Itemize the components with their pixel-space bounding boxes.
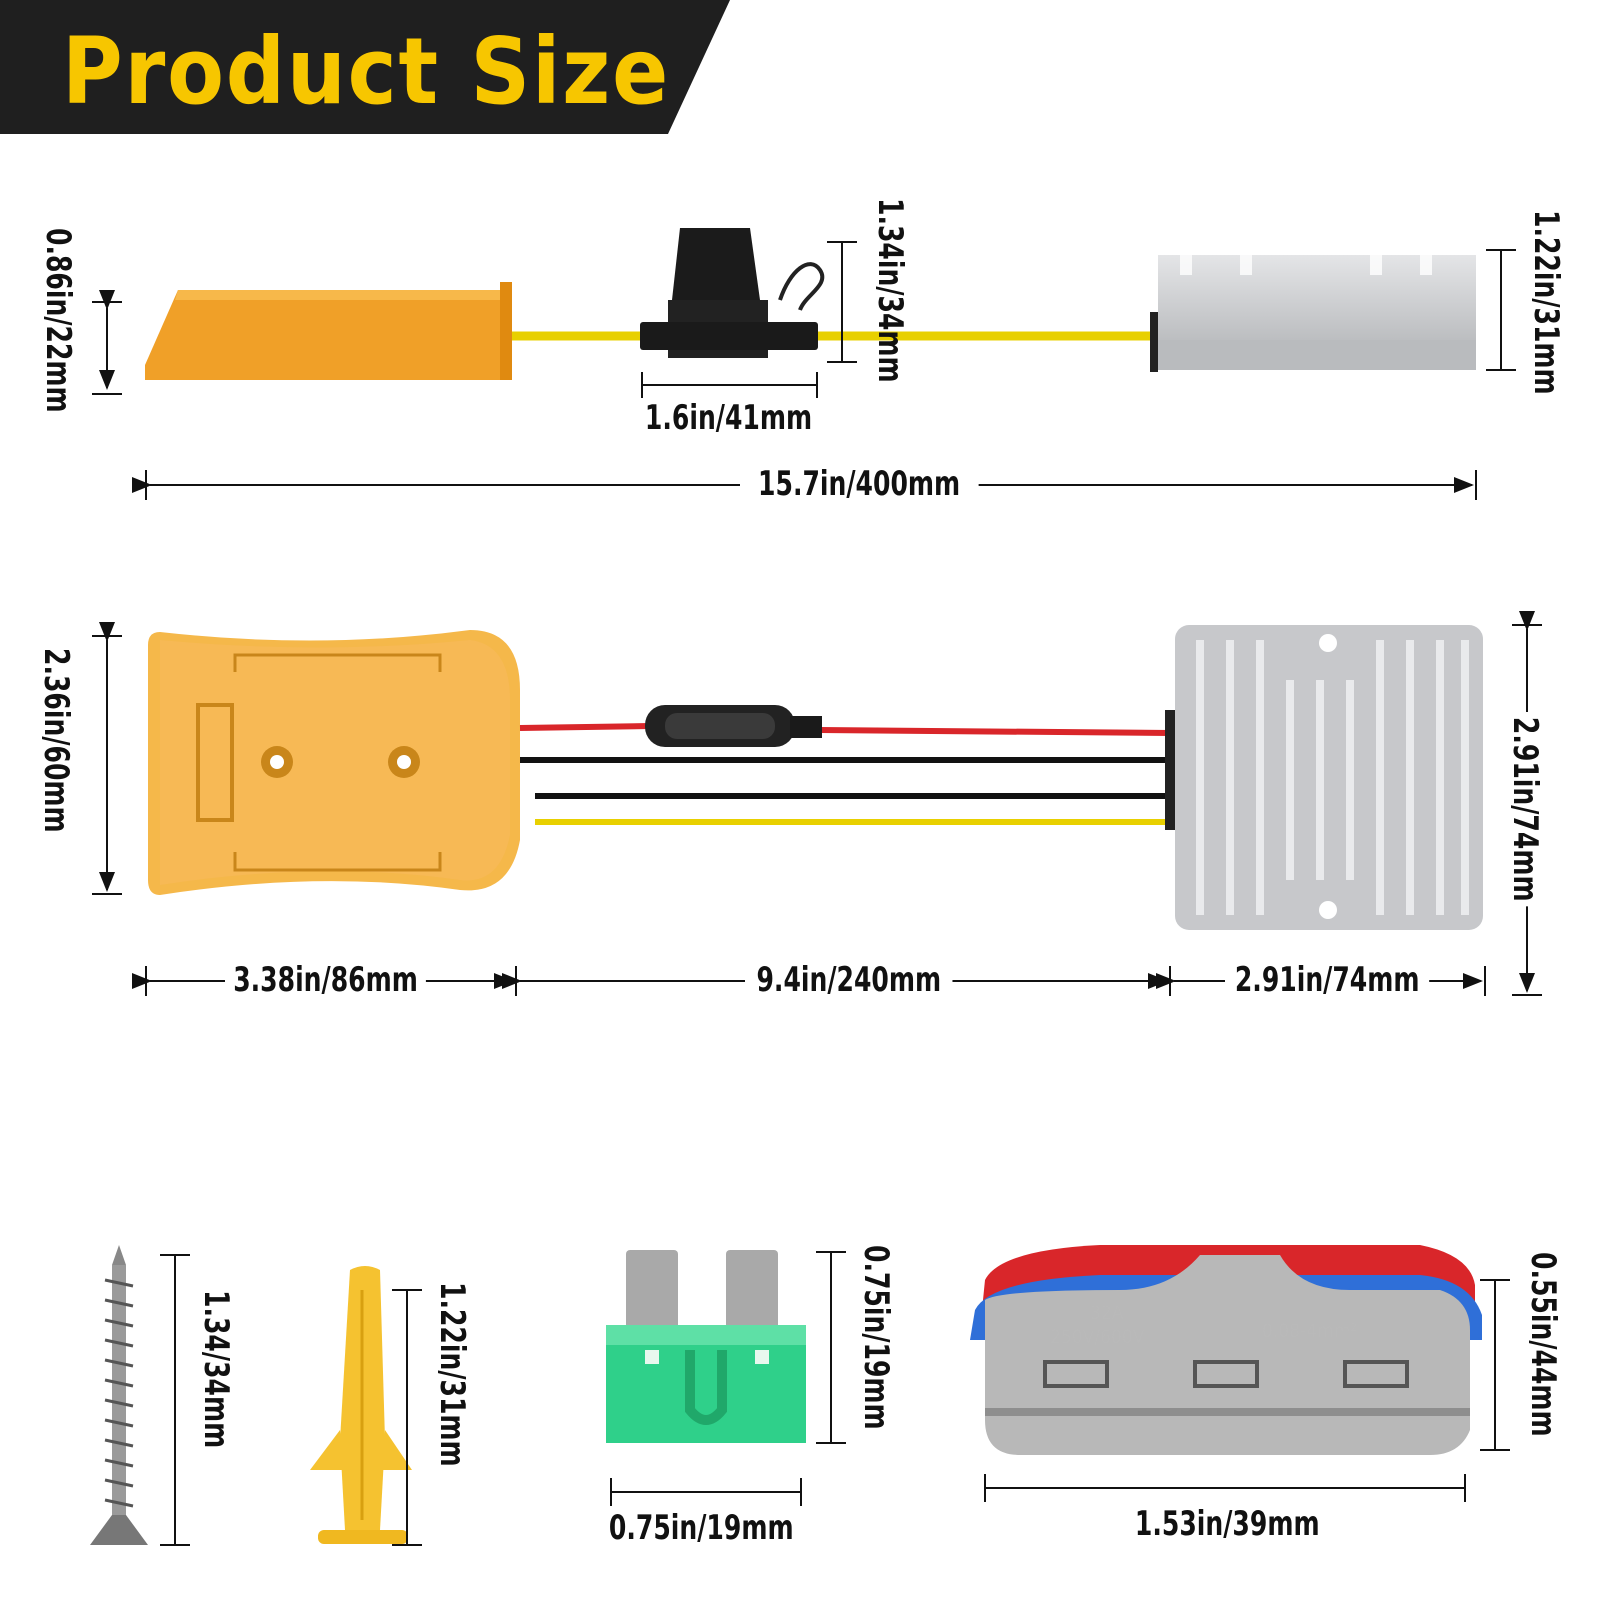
connector-marking-wire-range: 0.08-4mm² — [1262, 1320, 1358, 1342]
top-inline-fuse — [645, 705, 822, 747]
top-adapter — [148, 630, 520, 895]
wall-anchor — [310, 1266, 412, 1544]
connector-marking-voltage: 250V/600V — [1050, 1326, 1145, 1348]
connector-width-label: 1.53in/39mm — [1134, 1504, 1320, 1544]
accessory-dimension-lines — [160, 1251, 1510, 1546]
anchor-length-label: 1.22in/31mm — [432, 1282, 472, 1467]
side-converter — [1150, 255, 1476, 372]
top-converter-height-label: 2.91in/74mm — [1505, 712, 1545, 907]
fuse-height-label: 0.75in/19mm — [856, 1245, 896, 1430]
top-converter — [1165, 625, 1483, 930]
connector-marking-current: 32A — [1090, 1302, 1124, 1324]
side-adapter — [145, 282, 512, 380]
page-title: Product Size — [62, 18, 671, 125]
side-fuse-holder — [640, 228, 825, 358]
connector-height-label: 0.55in/44mm — [1523, 1252, 1563, 1437]
side-fuse-holder-width-label: 1.6in/41mm — [644, 398, 813, 438]
screw — [90, 1245, 148, 1545]
side-converter-height-label: 1.22in/31mm — [1526, 210, 1566, 395]
blade-fuse — [606, 1250, 806, 1443]
top-converter-width-label: 2.91in/74mm — [1225, 960, 1430, 1000]
total-length-label: 15.7in/400mm — [740, 464, 979, 504]
screw-length-label: 1.34/34mm — [196, 1290, 236, 1449]
cable-length-label: 9.4in/240mm — [745, 960, 953, 1000]
side-adapter-height-label: 0.86in/22mm — [38, 228, 78, 413]
top-adapter-height-label: 2.36in/60mm — [36, 648, 76, 833]
fuse-width-label: 0.75in/19mm — [608, 1508, 794, 1548]
top-wires — [519, 723, 1171, 825]
lever-connector — [970, 1245, 1482, 1455]
side-fuse-holder-height-label: 1.34in/34mm — [870, 198, 910, 383]
title-banner — [0, 0, 730, 134]
top-adapter-width-label: 3.38in/86mm — [225, 960, 427, 1000]
